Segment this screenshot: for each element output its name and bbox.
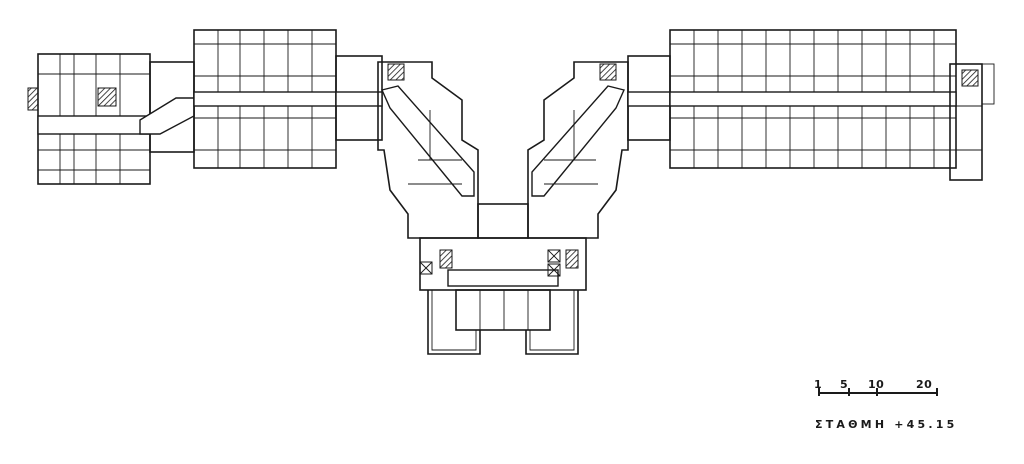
core-right-hatch xyxy=(599,63,617,81)
right-stair xyxy=(961,69,979,87)
level-label: ΣΤΑΘΜΗ +45.15 xyxy=(815,418,958,431)
core-left-hatch xyxy=(387,63,405,81)
scale-tick xyxy=(876,388,878,396)
scale-label-20: 20 xyxy=(916,378,933,391)
scale-label-10: 10 xyxy=(868,378,885,391)
left-stair xyxy=(27,87,39,111)
scale-tick xyxy=(848,388,850,396)
scale-line xyxy=(818,392,938,394)
scale-label-1: 1 xyxy=(814,378,823,391)
scale-bar: 1 5 10 20 xyxy=(812,378,942,408)
left-wing xyxy=(27,29,383,185)
scale-tick xyxy=(818,388,820,396)
scale-label-5: 5 xyxy=(840,378,849,391)
central-y-block xyxy=(377,61,629,355)
left-core-hatch xyxy=(97,87,117,107)
scale-tick xyxy=(936,388,938,396)
right-wing xyxy=(627,29,995,181)
